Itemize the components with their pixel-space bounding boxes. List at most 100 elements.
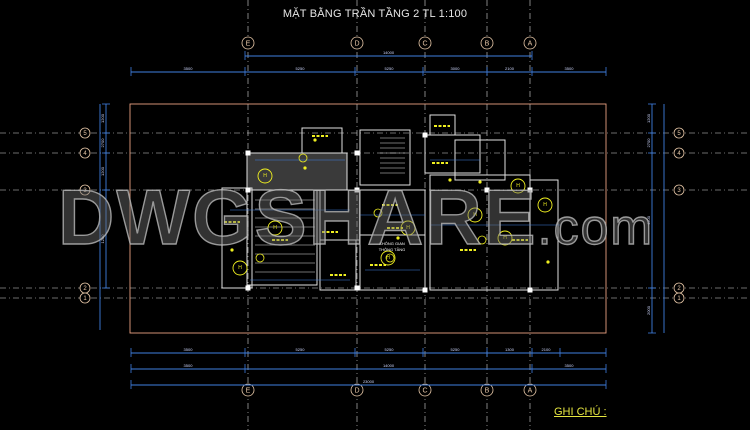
dimension-label: 3500 <box>565 363 575 368</box>
axis-label: D <box>354 41 359 48</box>
axis-bubble <box>350 383 364 397</box>
dimension-label: 5250 <box>451 347 461 352</box>
axis-bubble <box>523 36 537 50</box>
axis-bubble <box>79 127 91 139</box>
column <box>354 285 360 291</box>
dimension-label: 2700 <box>646 138 651 148</box>
fan-light-icon <box>373 208 383 218</box>
room-label: KHÔNG GIAN <box>379 241 405 246</box>
watermark-text: DWGSHARE <box>57 172 538 261</box>
dimension-label: 1200 <box>100 234 105 244</box>
column <box>527 187 533 193</box>
downlight <box>546 260 550 264</box>
axis-label: 5 <box>83 131 87 137</box>
watermark: DWGSHARE.com <box>57 172 655 263</box>
axis-label: 1 <box>677 296 681 302</box>
dimension-label: 5250 <box>296 66 306 71</box>
axis-label: B <box>485 388 490 395</box>
ceiling-height-marker <box>267 220 283 236</box>
axis-bubble <box>673 292 685 304</box>
axis-bubble <box>79 147 91 159</box>
downlight <box>230 248 234 252</box>
fan-light-icon <box>255 253 265 263</box>
column <box>527 287 533 293</box>
ceiling-height-marker-label: H <box>238 265 242 271</box>
dimension-label: 3500 <box>184 66 194 71</box>
ceiling-height-marker-label: H <box>263 173 267 179</box>
ceiling-height-marker-label: H <box>473 212 477 218</box>
dimension-label: 1300 <box>505 347 515 352</box>
site-boundary <box>129 103 607 334</box>
ceiling-height-marker-label: H <box>386 255 390 261</box>
ceiling-height-marker-label: H <box>406 225 410 231</box>
dimension-label: 14000 <box>383 50 395 55</box>
downlight <box>478 180 482 184</box>
axis-label: C <box>422 388 427 395</box>
room-wall <box>246 189 318 286</box>
ceiling-height-marker <box>537 197 553 213</box>
axis-label: 3 <box>677 188 681 194</box>
dimension-label: 5250 <box>385 347 395 352</box>
dimension-label: 2100 <box>505 66 515 71</box>
axis-label: 4 <box>677 151 681 157</box>
ceiling-height-marker <box>257 168 273 184</box>
dimension-label: 3000 <box>451 66 461 71</box>
watermark-suffix: .com <box>537 198 655 255</box>
ceiling-height-marker <box>497 230 513 246</box>
fan-light-icon <box>385 253 395 263</box>
axis-label: E <box>246 41 251 48</box>
room-wall <box>359 129 411 186</box>
room-wall <box>424 134 481 174</box>
column <box>245 187 251 193</box>
room-wall <box>429 114 456 136</box>
axis-label: A <box>528 41 533 48</box>
downlight <box>303 166 307 170</box>
column <box>354 187 360 193</box>
ceiling-height-marker-label: H <box>543 202 547 208</box>
axis-bubble <box>673 147 685 159</box>
dimension-label: 5250 <box>296 347 306 352</box>
axis-bubble <box>241 383 255 397</box>
downlight <box>448 178 452 182</box>
column <box>422 287 428 293</box>
column <box>354 150 360 156</box>
axis-bubble <box>673 127 685 139</box>
room-wall <box>221 187 253 289</box>
dimension-label: 2100 <box>542 347 552 352</box>
axis-label: 3 <box>83 188 87 194</box>
column <box>245 285 251 291</box>
dimension-label: 3500 <box>184 363 194 368</box>
downlight <box>396 236 400 240</box>
room-wall <box>359 234 426 291</box>
downlight <box>313 138 317 142</box>
axis-label: E <box>246 388 251 395</box>
dimension-label: 3500 <box>184 347 194 352</box>
axis-bubble <box>350 36 364 50</box>
dimension-label: 2700 <box>100 138 105 148</box>
room-wall <box>529 179 559 291</box>
room-wall <box>301 127 343 154</box>
axis-bubble <box>673 184 685 196</box>
ceiling-height-marker <box>510 178 526 194</box>
axis-label: C <box>422 41 427 48</box>
column <box>484 187 490 193</box>
room-label: THÔNG TẦNG <box>379 247 406 252</box>
ceiling-height-marker-label: H <box>516 183 520 189</box>
dimension-label: 5250 <box>385 66 395 71</box>
room-wall <box>319 239 357 291</box>
fan-light-icon <box>477 235 487 245</box>
axis-bubble <box>480 36 494 50</box>
dimension-label: 3500 <box>565 66 575 71</box>
drawing-title: MẶT BẰNG TRẦN TẦNG 2 TL 1:100 <box>282 8 468 20</box>
axis-bubble <box>79 292 91 304</box>
axis-label: 5 <box>677 131 681 137</box>
dimension-label: 1200 <box>100 166 105 176</box>
dimension-label: 1200 <box>100 113 105 123</box>
axis-label: D <box>354 388 359 395</box>
fan-light-icon <box>298 153 308 163</box>
dimension-label: 4200 <box>646 215 651 225</box>
axis-label: 2 <box>677 286 681 292</box>
dimension-label: 2000 <box>646 305 651 315</box>
